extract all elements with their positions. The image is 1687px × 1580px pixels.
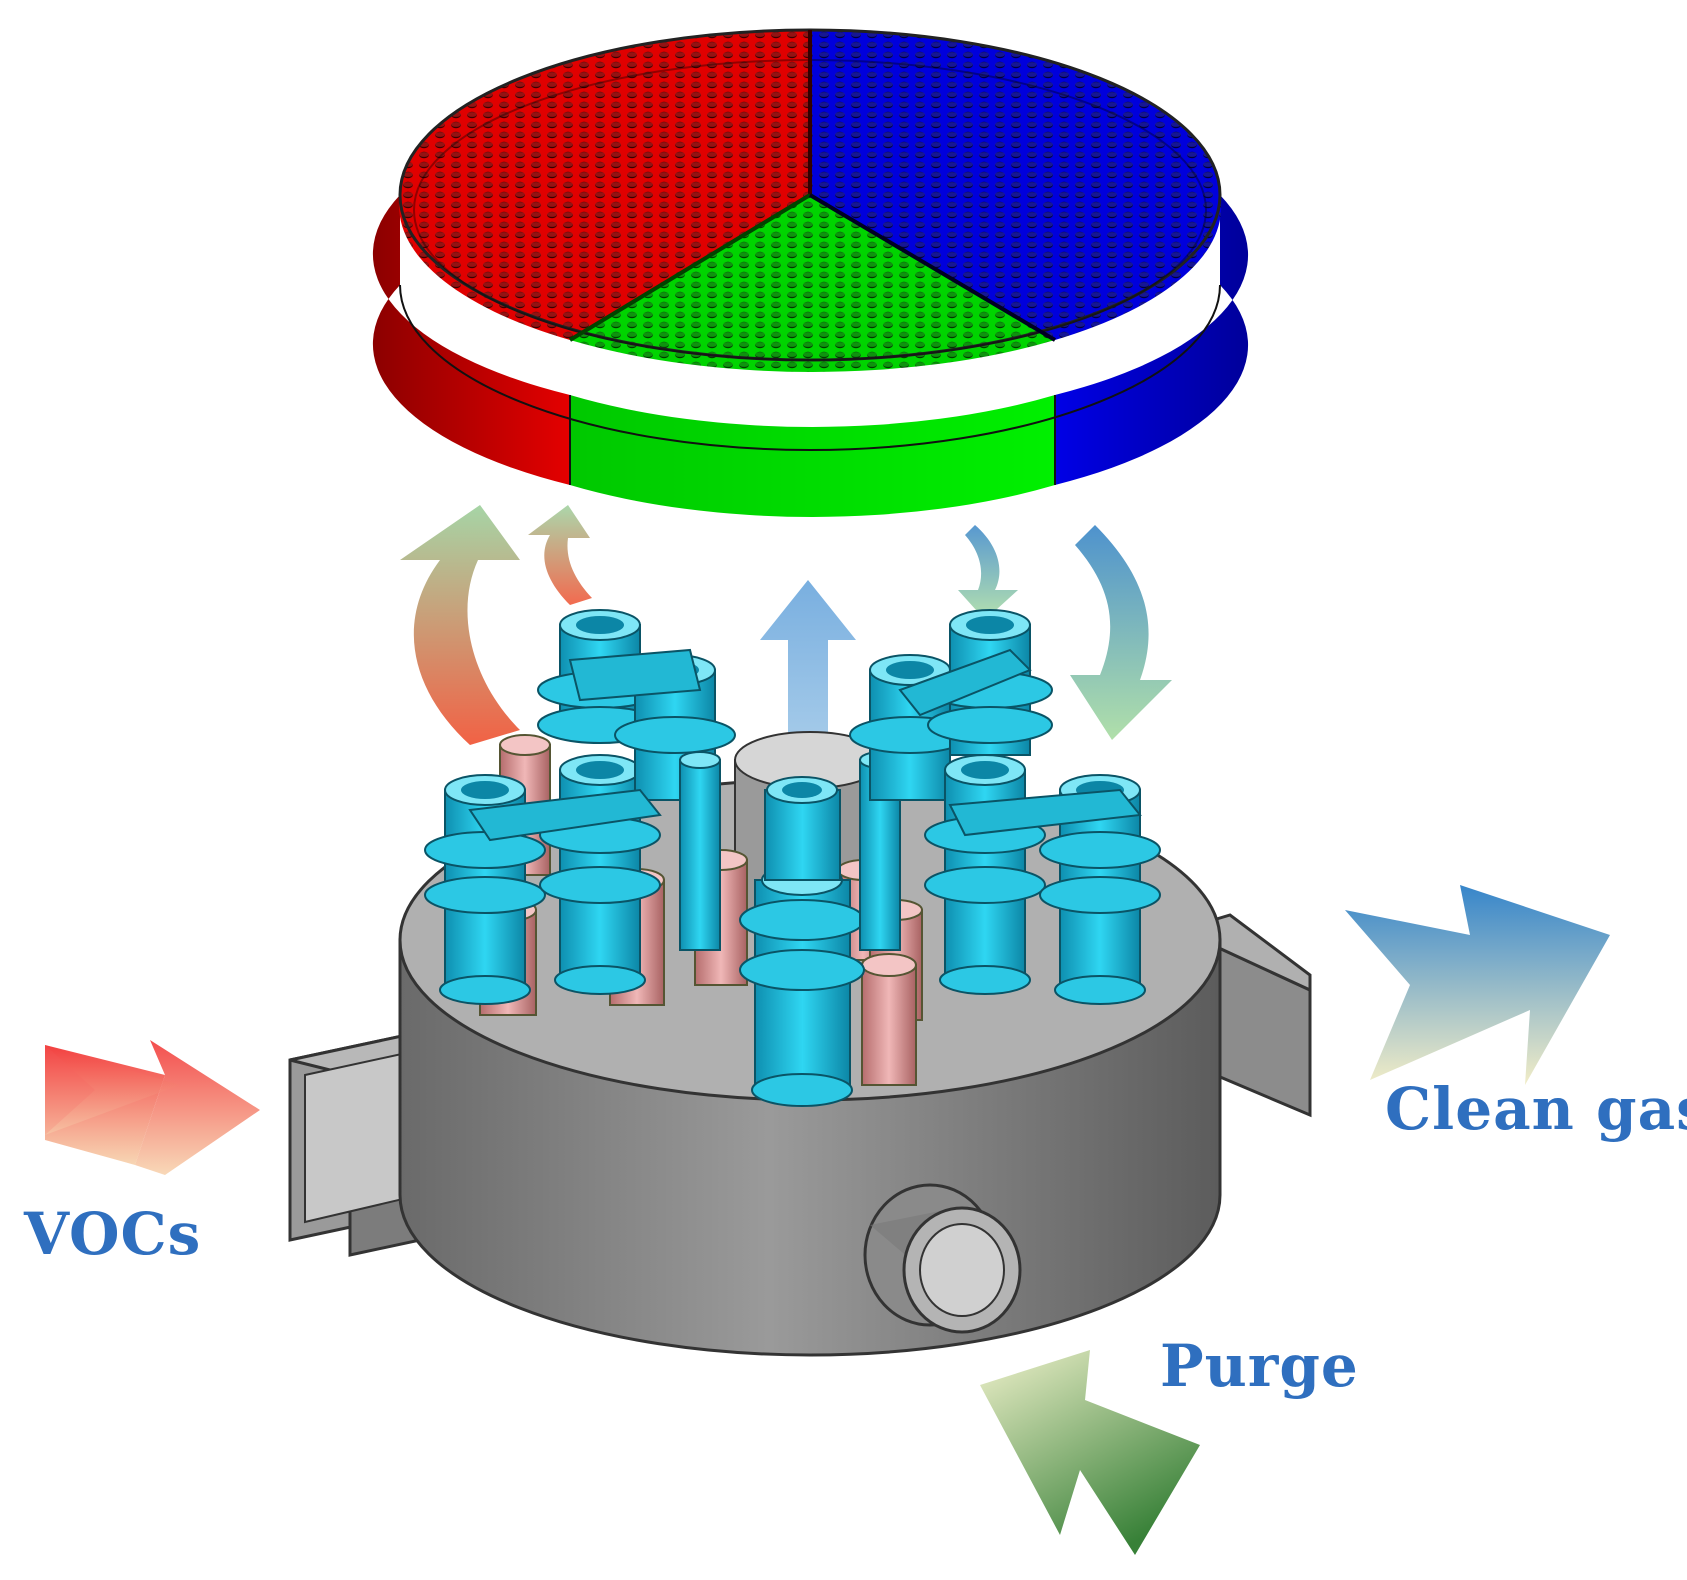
vocs-label: VOCs — [24, 1200, 202, 1268]
curved-down-arrow-right-small — [958, 525, 1018, 620]
rotor-sector-green — [570, 195, 1055, 372]
inlet-duct — [288, 1028, 492, 1257]
valve-11 — [924, 754, 1046, 995]
valve-link-left — [468, 788, 662, 842]
rotor-sector-blue — [810, 30, 1222, 340]
valve-link-upper-left — [568, 648, 702, 702]
valve-1 — [424, 774, 546, 1005]
curved-up-arrow-left-small — [528, 505, 592, 605]
clean-gas-label: Clean gas — [1385, 1075, 1687, 1143]
rotor-rim-red — [372, 195, 570, 485]
valve-5 — [679, 751, 721, 951]
clean-gas-outlet-arrow — [1345, 885, 1610, 1085]
valve-7 — [764, 776, 841, 881]
valve-6 — [739, 864, 865, 1107]
housing — [288, 778, 1312, 1357]
curved-up-arrow-left — [400, 505, 520, 745]
up-arrow-center — [760, 580, 856, 760]
rotor-rim-blue — [1055, 195, 1249, 485]
purge-nozzle — [863, 1183, 1022, 1334]
rotor-rim-green — [570, 395, 1055, 517]
valve-link-right — [948, 788, 1142, 837]
curved-down-arrow-right — [1070, 525, 1172, 740]
rotor-sector-red — [399, 30, 810, 340]
purge-inlet-arrow — [980, 1350, 1200, 1555]
valve-link-upper-right — [898, 648, 1032, 717]
purge-label: Purge — [1160, 1332, 1359, 1400]
valve-assembly — [424, 609, 1161, 1107]
flow-arrows — [400, 505, 1172, 760]
vocs-inlet-arrow — [45, 1040, 260, 1175]
rotor-wheel — [372, 28, 1249, 517]
valve-2 — [539, 754, 661, 995]
cyan-valves — [424, 609, 1161, 1107]
